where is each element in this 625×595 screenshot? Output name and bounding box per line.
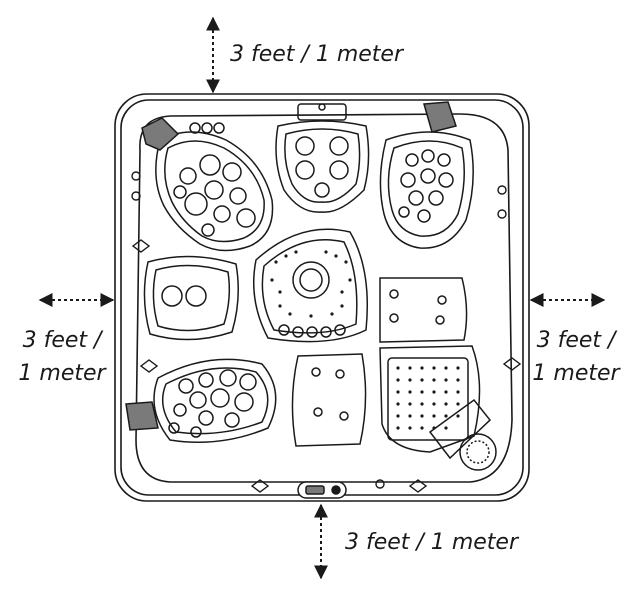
lounge-seat-top-left (155, 122, 274, 252)
side-vents (131, 171, 522, 493)
clearance-label-left-line2: 1 meter (18, 361, 106, 386)
seat-top-center (275, 103, 370, 213)
lounge-seat-bottom-left (153, 358, 277, 444)
clearance-label-bottom: 3 feet / 1 meter (345, 530, 518, 555)
skimmer-handle (297, 103, 347, 121)
footwell-jet-dots (270, 250, 352, 318)
clearance-label-top: 3 feet / 1 meter (230, 42, 403, 67)
seat-bottom-center (291, 353, 367, 447)
seat-jet-grid (396, 366, 460, 430)
clearance-arrows (38, 16, 606, 580)
headrest-pillow-top-left (141, 117, 180, 151)
clearance-label-left-line1: 3 feet / (22, 328, 102, 353)
spa-shell (114, 93, 530, 502)
clearance-label-right: 3 feet / 1 meter (528, 324, 624, 390)
seat-top-right (379, 131, 474, 249)
seat-left-middle (143, 255, 239, 341)
headrest-pillow-top-right (423, 101, 457, 133)
clearance-label-right-line1: 3 feet / (536, 328, 616, 353)
corner-waterfall (428, 398, 497, 471)
seat-right-middle (379, 277, 468, 343)
corner-jet-icon (459, 433, 497, 471)
spa-basin (135, 113, 513, 483)
drain-icon (292, 261, 330, 299)
headrest-pillow-bottom-left (125, 401, 159, 431)
control-panel (297, 481, 347, 499)
spa-outer-edge (114, 93, 530, 502)
clearance-label-left: 3 feet / 1 meter (14, 324, 110, 390)
seat-bottom-right (379, 345, 481, 453)
center-footwell (252, 228, 369, 343)
clearance-label-right-line2: 1 meter (532, 361, 620, 386)
